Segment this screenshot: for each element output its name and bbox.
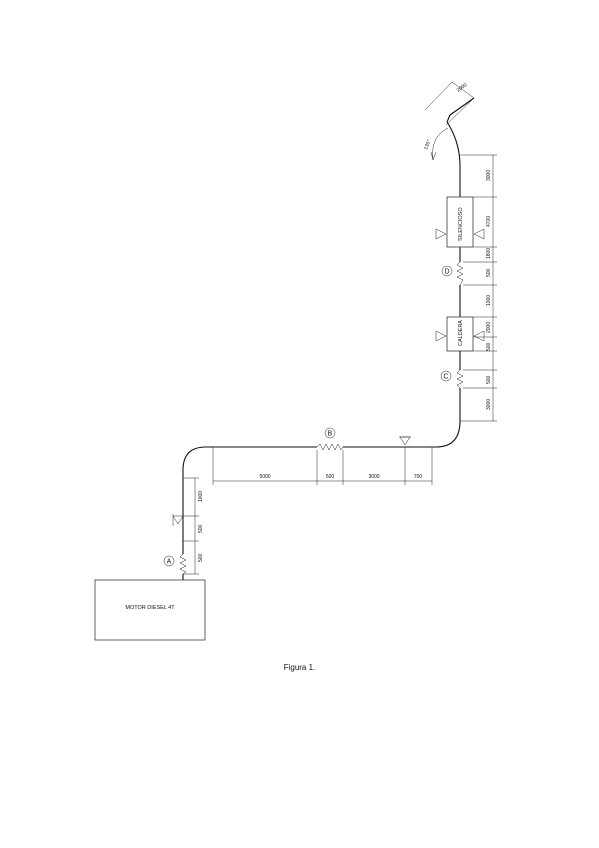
joint-a-label: A — [167, 559, 172, 566]
outlet-duct: 2000 — [424, 81, 475, 126]
dim-3000-top: 3000 — [486, 170, 492, 181]
joint-d-marker: D — [441, 265, 453, 277]
angle-135: 135° — [423, 127, 449, 161]
right-vertical-dimensions: 3000 500 500 2000 1000 500 1800 4700 300… — [460, 154, 497, 422]
silencer-box — [446, 196, 474, 248]
dim-1000-mid: 1000 — [486, 295, 492, 306]
engine-label: MOTOR DIESEL 4T — [125, 605, 175, 611]
joint-b-marker: B — [324, 427, 336, 439]
left-vertical-dimensions: 1000 500 500 — [183, 477, 204, 575]
boiler-label: CALDERA — [458, 320, 464, 346]
exhaust-pipe — [182, 97, 475, 580]
silencer-label: SILENCIOSO — [458, 207, 464, 241]
joint-d-label: D — [444, 269, 449, 276]
dim-500-d: 500 — [486, 268, 492, 277]
dim-1800: 1800 — [486, 248, 492, 259]
figure-caption: Figura 1. — [283, 663, 316, 672]
joint-d-bellows — [456, 261, 464, 286]
dim-4700: 4700 — [486, 216, 492, 227]
dim-700: 700 — [414, 474, 423, 480]
dim-outlet-2000: 2000 — [456, 82, 469, 93]
engine-box — [94, 579, 206, 641]
horizontal-dimensions: 5000 500 3000 700 — [212, 447, 433, 485]
dim-500-c: 500 — [486, 375, 492, 384]
dim-500-left-lower: 500 — [198, 553, 204, 562]
dim-500-left-upper: 500 — [198, 524, 204, 533]
boiler-box — [446, 316, 474, 352]
dim-500-h: 500 — [326, 474, 335, 480]
dim-1000-left: 1000 — [198, 491, 204, 502]
dim-500-caldera: 500 — [486, 342, 492, 351]
dim-2000-caldera: 2000 — [486, 322, 492, 333]
joint-c-bellows — [456, 369, 464, 389]
dim-3000-bottom: 3000 — [486, 399, 492, 410]
dim-3000-h: 3000 — [368, 474, 379, 480]
joint-b-bellows — [316, 443, 344, 451]
dim-angle-135: 135° — [423, 139, 432, 151]
joint-c-marker: C — [440, 370, 452, 382]
support-symbols — [172, 228, 485, 526]
joint-a-bellows — [179, 553, 187, 575]
joint-c-label: C — [443, 374, 448, 381]
joint-a-marker: A — [163, 555, 175, 567]
joint-b-label: B — [328, 431, 333, 438]
dim-5000: 5000 — [259, 474, 270, 480]
